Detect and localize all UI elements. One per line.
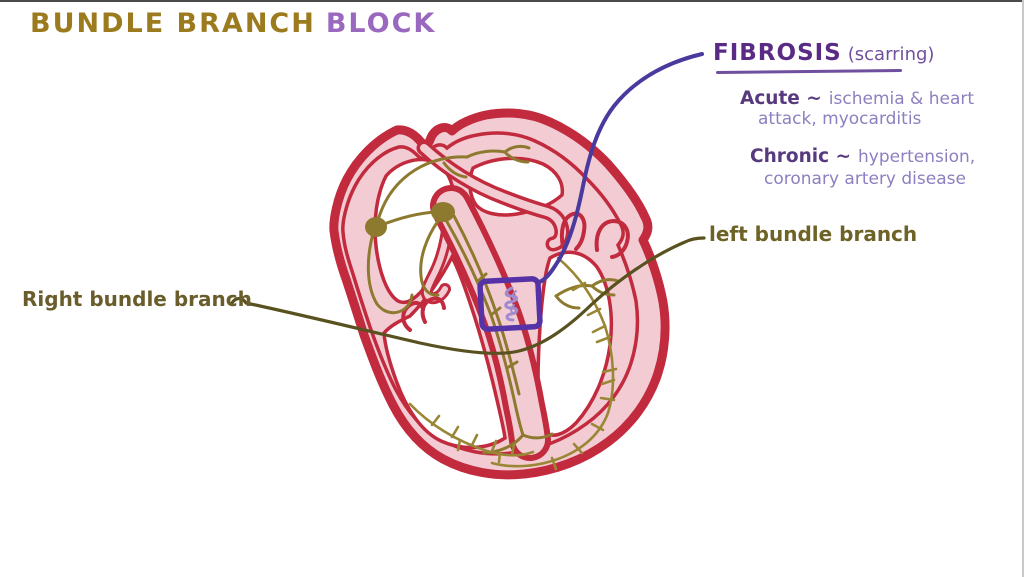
left-atrium-hooks	[559, 211, 630, 259]
chronic-text-2: coronary artery disease	[764, 169, 966, 189]
av-node	[431, 202, 455, 222]
fibrosis-site-box	[477, 276, 543, 332]
chronic-text-1: hypertension,	[858, 147, 976, 167]
bachmann-twig	[442, 161, 468, 179]
sa-node	[365, 217, 387, 237]
acute-text-1: ischemia & heart	[828, 89, 975, 109]
septal-fan	[521, 432, 554, 440]
chronic-note-line2: coronary artery disease	[764, 169, 966, 189]
page-title-main: BUNDLE BRANCH	[30, 8, 316, 39]
bundle-branch-pointer-line	[230, 236, 706, 355]
right-ventricle-chamber	[382, 253, 507, 450]
frame-right-edge	[1022, 0, 1024, 577]
purkinje-fibers-right-wall	[490, 256, 618, 471]
av-loop-path	[419, 219, 440, 297]
page-title-accent: BLOCK	[325, 8, 437, 39]
internodal-upper-path	[375, 155, 469, 226]
frame-top-edge	[0, 0, 1024, 2]
chronic-note-line1: Chronic ~ hypertension,	[750, 146, 975, 167]
acute-note-line2: attack, myocarditis	[758, 109, 921, 129]
acute-note-line1: Acute ~ ischemia & heart	[740, 88, 974, 109]
purkinje-fibers-bottom-wall	[408, 402, 535, 464]
internodal-lower-path	[366, 228, 414, 315]
fibrosis-label: FIBROSIS(scarring)	[713, 40, 934, 66]
left-bundle-twigs	[554, 278, 620, 310]
septum-fill	[436, 191, 545, 455]
bundle-of-his	[452, 214, 521, 396]
bundle-of-his	[444, 218, 525, 437]
left-bundle-branch-label: left bundle branch	[709, 222, 918, 246]
chronic-header: Chronic ~	[750, 146, 852, 167]
fibrosis-pointer-line	[535, 52, 704, 285]
fibrosis-qualifier: (scarring)	[847, 44, 935, 65]
right-bundle-branch-label: Right bundle branch	[22, 287, 252, 311]
bachmann-twig	[503, 144, 531, 154]
heart-inner-wall	[341, 131, 640, 456]
acute-header: Acute ~	[740, 88, 822, 109]
bachmann-twig	[465, 149, 507, 159]
bachmann-twig	[503, 150, 530, 164]
page-title: BUNDLE BRANCH BLOCK	[30, 8, 436, 39]
fibrosis-term: FIBROSIS	[713, 40, 842, 66]
fibrosis-scar-squiggle	[504, 286, 519, 322]
acute-text-2: attack, myocarditis	[758, 109, 922, 129]
